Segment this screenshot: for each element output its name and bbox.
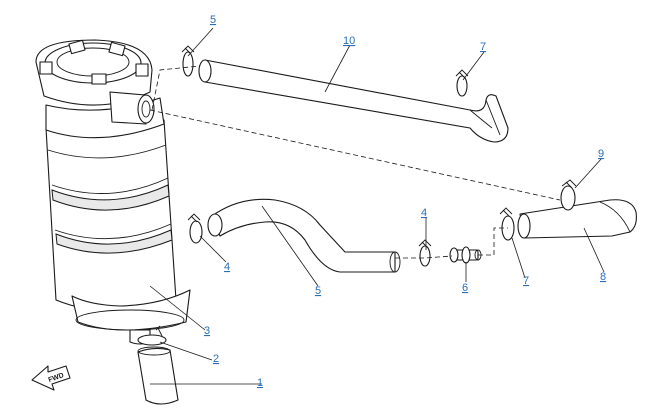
clamp-7-right (499, 207, 515, 241)
callout-4-left[interactable]: 4 (224, 261, 230, 273)
clamp-4-mid (418, 239, 432, 267)
callout-7-top[interactable]: 7 (480, 41, 486, 53)
callout-10[interactable]: 10 (343, 35, 355, 47)
drain-hose (137, 346, 179, 405)
callout-8[interactable]: 8 (600, 271, 606, 283)
callout-3[interactable]: 3 (204, 325, 210, 337)
routing-lines (149, 65, 561, 259)
callout-6[interactable]: 6 (462, 282, 468, 294)
clamp-7-top (455, 69, 469, 97)
upper-vent-tube (198, 59, 509, 143)
forward-arrow-icon: FWD (31, 365, 71, 391)
drain-hose-clamp (137, 325, 167, 346)
right-vent-tube (517, 199, 637, 239)
clamp-9 (560, 179, 577, 211)
clamp-5-top (181, 45, 195, 77)
callout-2[interactable]: 2 (213, 353, 219, 365)
curved-hose (207, 198, 401, 273)
callout-9[interactable]: 9 (598, 148, 604, 160)
hose-connector (449, 246, 482, 264)
callout-labels: 1 2 3 4 4 5 5 6 7 7 8 9 10 (204, 14, 606, 389)
callout-5-bottom[interactable]: 5 (315, 285, 321, 297)
leader-lines (149, 27, 605, 385)
callout-1[interactable]: 1 (257, 377, 263, 389)
callout-7-right[interactable]: 7 (523, 275, 529, 287)
callout-5-top[interactable]: 5 (210, 14, 216, 26)
air-filter-housing (35, 39, 191, 345)
clamp-4-left (187, 213, 203, 244)
callout-4-mid[interactable]: 4 (421, 207, 427, 219)
